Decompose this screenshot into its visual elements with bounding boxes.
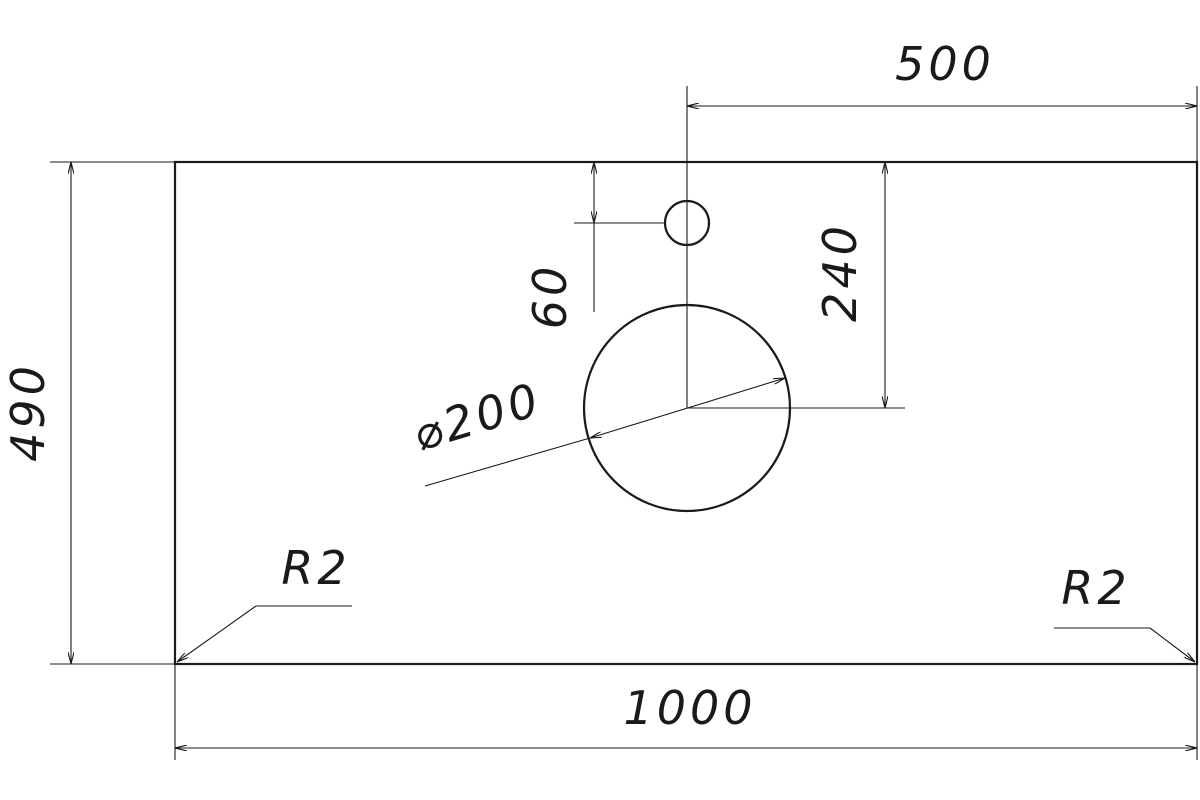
dimension-500: 500: [687, 37, 1198, 162]
dimension-490: 490: [1, 161, 175, 665]
radius-right-label: R2: [1061, 561, 1130, 615]
radius-left-label: R2: [281, 541, 350, 595]
dimension-500-label: 500: [895, 37, 995, 91]
dimension-diameter-label: ⌀200: [407, 372, 549, 462]
dimension-60: 60: [523, 162, 665, 329]
dimension-490-label: 490: [1, 362, 55, 462]
dimension-60-label: 60: [523, 263, 577, 330]
radius-right-leader: R2: [1054, 561, 1195, 662]
countertop-outline: [173, 160, 1199, 666]
dimension-1000: 1000: [174, 664, 1198, 760]
dimension-240: 240: [687, 162, 905, 409]
radius-left-leader: R2: [177, 541, 352, 662]
dimension-1000-label: 1000: [623, 681, 756, 735]
dimension-diameter-200: ⌀200: [407, 372, 785, 487]
dimension-240-label: 240: [813, 222, 867, 322]
